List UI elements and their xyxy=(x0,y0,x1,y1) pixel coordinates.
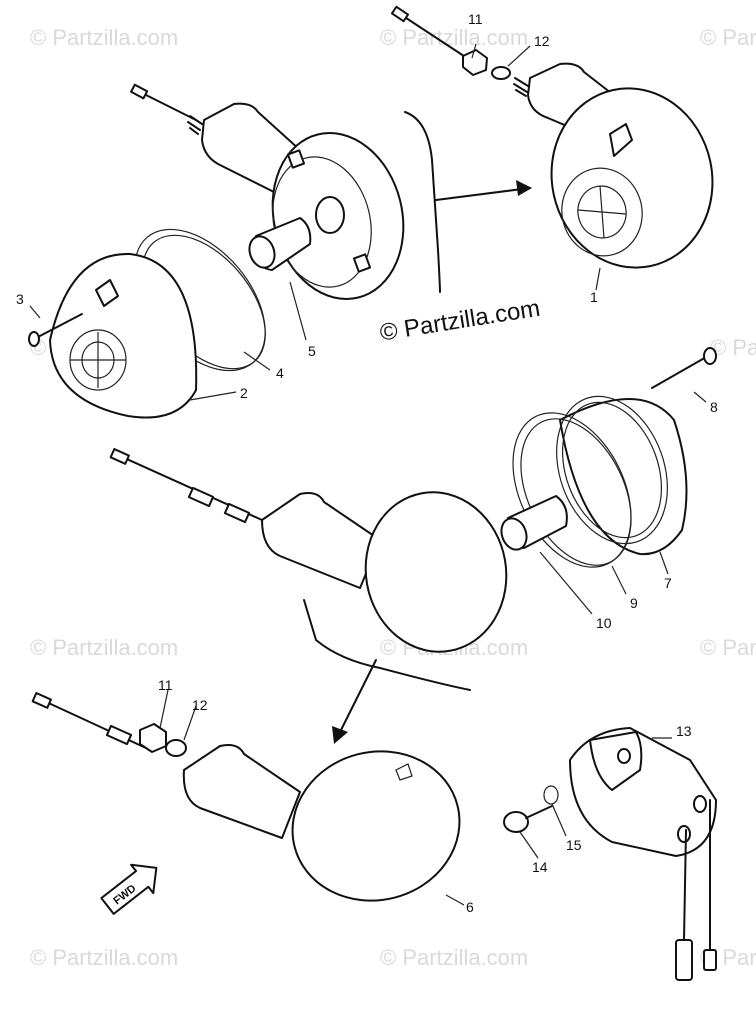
relay-bracket xyxy=(589,731,643,791)
callout-12-top: 12 xyxy=(534,33,550,49)
callout-8: 8 xyxy=(710,399,718,415)
watermark-tile: © Partzilla.com xyxy=(30,635,178,660)
nut-11-bottom xyxy=(139,723,167,753)
stud-thread-top xyxy=(513,77,529,97)
wire-top xyxy=(399,13,471,61)
watermark-tile: © Partzilla.com xyxy=(30,25,178,50)
screw-3 xyxy=(35,313,83,339)
relay-plug xyxy=(675,939,693,981)
assembled-flasher-top xyxy=(390,5,714,269)
lens-2 xyxy=(49,252,198,419)
callout-14: 14 xyxy=(532,859,548,875)
watermark-tile: © Partzilla.com xyxy=(30,945,178,970)
callout-5: 5 xyxy=(308,343,316,359)
washer-12-bottom xyxy=(165,739,187,757)
stem-bottom xyxy=(182,744,301,839)
shell-middle xyxy=(364,491,508,653)
callout-12-bottom: 12 xyxy=(192,697,208,713)
callout-7: 7 xyxy=(664,575,672,591)
assembly-arrow-bottom xyxy=(303,599,471,744)
bracket-top xyxy=(404,111,441,293)
watermark-tile: © Partzilla.com xyxy=(700,25,756,50)
callout-6: 6 xyxy=(466,899,474,915)
arrow-line xyxy=(337,659,377,737)
assembly-arrow-top xyxy=(404,111,532,293)
lens-screw-tab xyxy=(609,123,633,157)
wire-bottom xyxy=(41,699,147,749)
callout-13: 13 xyxy=(676,723,692,739)
wire-terminal xyxy=(390,5,410,23)
callout-labels: 1 2 3 4 5 6 7 8 9 10 11 12 11 12 13 14 1… xyxy=(16,11,718,915)
washer-15 xyxy=(543,785,559,805)
callout-4: 4 xyxy=(276,365,284,381)
lens-pattern xyxy=(561,167,643,257)
screw-14 xyxy=(503,811,529,833)
washer-12-top xyxy=(491,66,511,80)
lens-housing-6 xyxy=(291,750,461,902)
callout-9: 9 xyxy=(630,595,638,611)
watermark-tile: © Partzilla.com xyxy=(380,25,528,50)
exploded-flasher-top-left xyxy=(28,83,405,419)
lens-housing-1 xyxy=(550,87,714,269)
watermark-tile: © Partzilla.com xyxy=(380,945,528,970)
callout-2: 2 xyxy=(240,385,248,401)
leader-lines xyxy=(29,43,707,906)
callout-11-bottom: 11 xyxy=(158,677,173,693)
assembled-flasher-bottom xyxy=(31,692,461,902)
relay-wire-a xyxy=(683,829,687,941)
arrow-line xyxy=(435,187,531,201)
socket-hole xyxy=(315,196,345,234)
screw-8 xyxy=(651,355,709,389)
watermark-tile: © Partzilla.com xyxy=(700,635,756,660)
nut-11-top xyxy=(462,49,488,76)
callout-15: 15 xyxy=(566,837,582,853)
fwd-direction-badge: FWD xyxy=(100,863,158,915)
stem-middle xyxy=(261,492,381,589)
callout-3: 3 xyxy=(16,291,24,307)
bracket-bottom xyxy=(303,599,471,691)
flasher-relay-unit xyxy=(503,727,717,981)
stem-unit-middle xyxy=(109,448,508,653)
callout-1: 1 xyxy=(590,289,598,305)
watermark-tile: © Partzilla.com xyxy=(710,335,756,360)
exploded-housing-center-right xyxy=(500,347,717,568)
arrow-head xyxy=(332,726,348,744)
callout-11-top: 11 xyxy=(468,11,483,27)
callout-10: 10 xyxy=(596,615,612,631)
wire-top-left xyxy=(139,91,197,121)
arrow-head xyxy=(516,180,532,196)
